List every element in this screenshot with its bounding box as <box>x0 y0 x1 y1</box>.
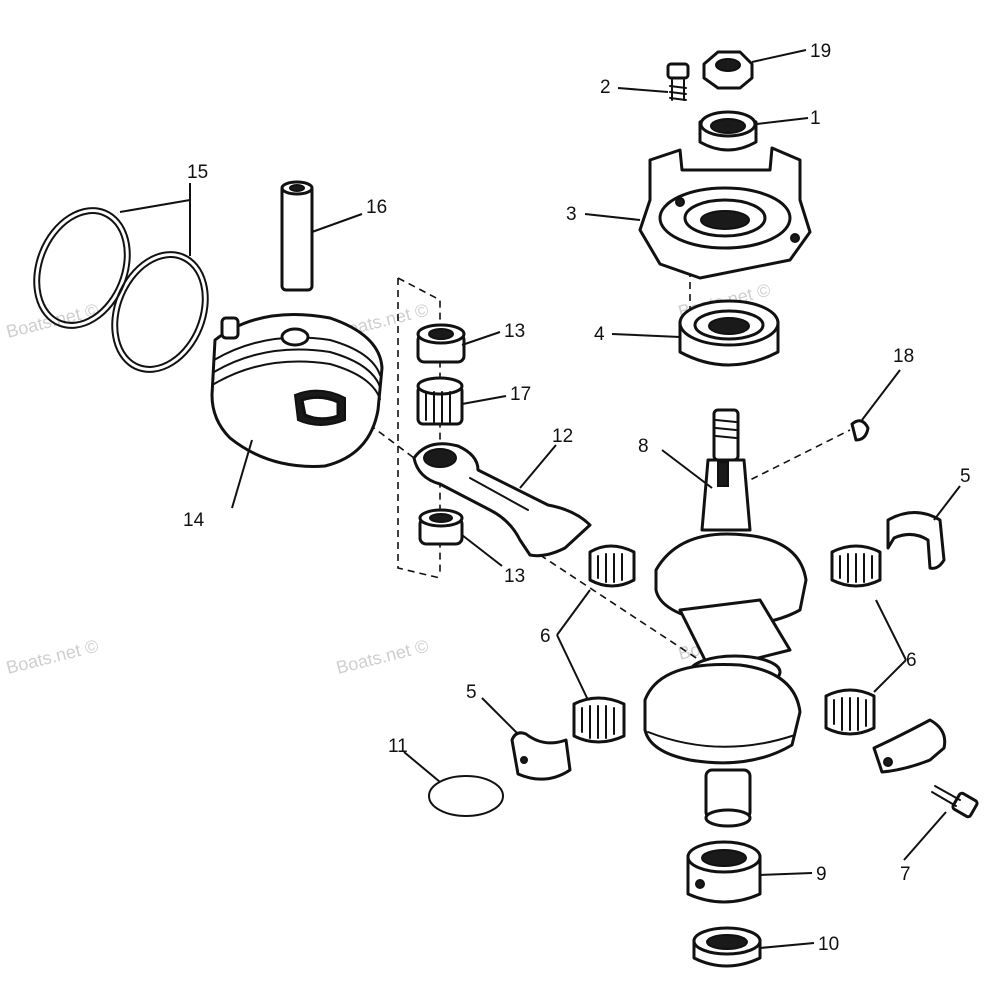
callout-5-lower-left: 5 <box>466 682 477 703</box>
connecting-rod <box>412 442 592 558</box>
callout-6-right: 6 <box>906 650 917 671</box>
needle-bearing-rod-lower <box>572 696 626 744</box>
crankshaft <box>643 408 808 828</box>
flywheel-nut <box>702 50 754 90</box>
callout-1: 1 <box>810 108 821 129</box>
small-end-washer-lower <box>418 508 464 546</box>
main-bearing-race-lower-left <box>510 731 572 781</box>
wrist-pin <box>280 180 314 292</box>
retainer-screw <box>666 62 690 101</box>
watermark-text: Boats.net © <box>334 636 430 678</box>
callout-10: 10 <box>818 934 839 955</box>
needle-bearing-rod-upper <box>588 544 636 588</box>
rod-cap-screw <box>931 785 979 819</box>
callout-9: 9 <box>816 864 827 885</box>
callout-5-upper-right: 5 <box>960 466 971 487</box>
bearing-retainer-housing <box>638 146 812 280</box>
callout-6-left: 6 <box>540 626 551 647</box>
needle-bearing-small-end <box>416 376 464 426</box>
callout-11: 11 <box>388 736 408 757</box>
callout-8: 8 <box>638 436 649 457</box>
callout-17: 17 <box>510 384 531 405</box>
callout-13-upper: 13 <box>504 321 525 342</box>
needle-bearing-main-upper-right <box>830 544 882 588</box>
callout-4: 4 <box>594 324 605 345</box>
callout-2: 2 <box>600 77 611 98</box>
o-ring <box>428 775 504 817</box>
callout-3: 3 <box>566 204 577 225</box>
callout-16: 16 <box>366 197 387 218</box>
main-bearing-cap-lower-right <box>872 718 947 774</box>
callout-13-lower: 13 <box>504 566 525 587</box>
callout-15: 15 <box>187 162 208 183</box>
piston <box>210 313 384 468</box>
callout-7: 7 <box>900 864 911 885</box>
callout-18: 18 <box>893 346 914 367</box>
crankcase-seal-lower <box>692 926 762 968</box>
piston-ring-2 <box>111 251 209 373</box>
callout-19: 19 <box>810 41 831 62</box>
main-bearing-race-upper-right <box>886 511 946 570</box>
callout-12: 12 <box>552 426 573 447</box>
ball-bearing-upper <box>678 299 780 367</box>
watermark-text: Boats.net © <box>4 636 100 678</box>
crankcase-seal-upper <box>698 110 758 152</box>
needle-bearing-main-lower-right <box>824 688 876 736</box>
leader-lines <box>119 49 961 949</box>
callout-labels: 15 16 14 13 17 13 12 19 2 1 3 4 18 8 5 6… <box>183 41 971 955</box>
roller-bearing-lower <box>686 840 762 904</box>
woodruff-key <box>850 419 870 442</box>
callout-14: 14 <box>183 510 205 531</box>
small-end-washer-upper <box>416 323 466 364</box>
